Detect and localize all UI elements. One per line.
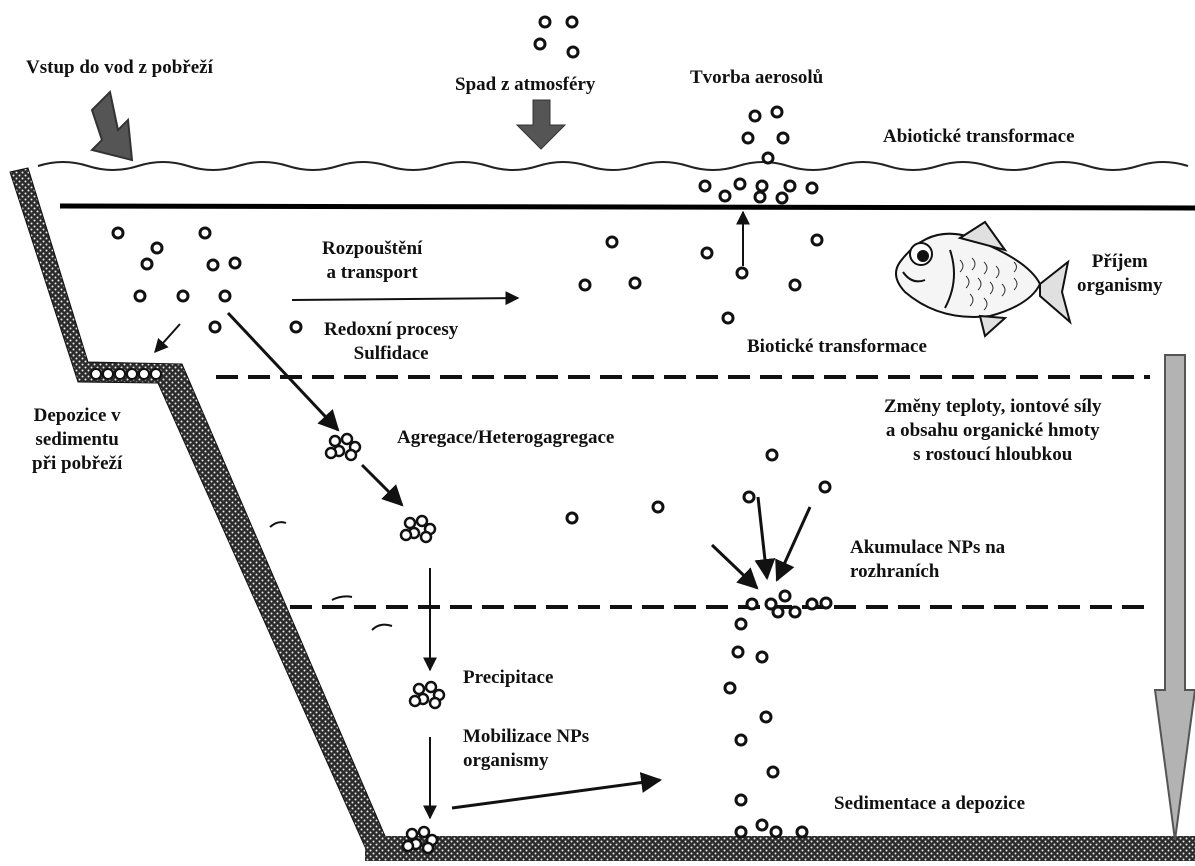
nanoparticle-icon (767, 450, 777, 460)
nanoparticle-icon (772, 107, 782, 117)
water-surface (38, 162, 1188, 170)
interface-accumulation-label: Akumulace NPs na rozhraních (850, 536, 1005, 584)
nanoparticle-icon (790, 607, 800, 617)
depth-changes-label: Změny teploty, iontové síly a obsahu org… (884, 395, 1101, 467)
uptake-label: Příjem organismy (1077, 250, 1163, 298)
bottom-sediment (365, 836, 1195, 861)
atmospheric-fallout-arrow (517, 100, 565, 149)
nanoparticle-icon (230, 258, 240, 268)
nanoparticle-icon (790, 280, 800, 290)
nanoparticle-icon (747, 599, 757, 609)
biotic-transformation-label: Biotické transformace (747, 335, 927, 359)
nanoparticle-icon (720, 191, 730, 201)
nanoparticle-icon (773, 607, 783, 617)
nanoparticle-icon (797, 827, 807, 837)
nanoparticle-icon (200, 228, 210, 238)
aggregation-arrow (228, 313, 338, 430)
nanoparticle-icon (812, 235, 822, 245)
nanoparticle-icon (178, 291, 188, 301)
fish-icon (896, 222, 1070, 336)
nanoparticle-icon (540, 17, 550, 27)
interface-arrow-left (712, 545, 757, 588)
nanoparticle-icon (755, 192, 765, 202)
particle-cluster-icon (410, 682, 444, 708)
nanoparticle-icon (653, 502, 663, 512)
atmospheric-fallout-label: Spad z atmosféry (455, 73, 595, 97)
nanoparticle-icon (735, 179, 745, 189)
nanoparticle-icon (580, 280, 590, 290)
nanoparticle-icon (142, 259, 152, 269)
precipitation-label: Precipitace (463, 666, 553, 690)
nanoparticle-icon (725, 683, 735, 693)
nanoparticle-icon (736, 827, 746, 837)
aerosol-formation-label: Tvorba aerosolů (690, 66, 823, 90)
redox-label: Redoxní procesy Sulfidace (324, 318, 458, 366)
nanoparticle-icon (733, 647, 743, 657)
nanoparticle-icon (743, 133, 753, 143)
nanoparticle-icon (757, 181, 767, 191)
interface-arrow-right (777, 507, 810, 580)
nanoparticle-icon (807, 599, 817, 609)
nanoparticle-icon (761, 712, 771, 722)
nanoparticle-icon (607, 237, 617, 247)
nanoparticle-icon (763, 153, 773, 163)
nanoparticle-icon (736, 795, 746, 805)
nanoparticle-icon (567, 513, 577, 523)
nanoparticle-icon (785, 181, 795, 191)
particle-cluster-icon (401, 516, 435, 542)
nanoparticle-icon (567, 17, 577, 27)
nanoparticle-icon (152, 243, 162, 253)
nanoparticle-icon (777, 193, 787, 203)
nanoparticle-icon (757, 652, 767, 662)
nanoparticle-icon (568, 47, 578, 57)
nanoparticle-icon (821, 598, 831, 608)
nanoparticle-icon (768, 767, 778, 777)
nanoparticle-icon (630, 278, 640, 288)
nanoparticle-icon (220, 291, 230, 301)
aggregation-label: Agregace/Heterogagregace (397, 426, 614, 450)
mobilization-arrow (452, 780, 660, 808)
dissolution-label: Rozpouštění a transport (322, 237, 422, 285)
surface-microlayer-line (60, 206, 1195, 208)
nanoparticle-icon (535, 39, 545, 49)
coastal-input-label: Vstup do vod z pobřeží (26, 56, 213, 80)
nanoparticle-icon (780, 591, 790, 601)
nanoparticle-icon (208, 260, 218, 270)
particle-cluster-icon (326, 434, 360, 460)
nanoparticle-icon (771, 827, 781, 837)
coastal-settling-arrow (155, 324, 180, 352)
nanoparticle-icon (744, 492, 754, 502)
nanoparticle-icon (778, 133, 788, 143)
nanoparticle-icon (736, 735, 746, 745)
sedimentation-label: Sedimentace a depozice (834, 792, 1025, 816)
mobilization-label: Mobilizace NPs organismy (463, 725, 589, 773)
nanoparticle-icon (757, 820, 767, 830)
coastal-input-arrow (92, 92, 132, 160)
nanoparticle-icon (291, 322, 301, 332)
nanoparticle-icon (807, 183, 817, 193)
depth-gradient-arrow (1155, 355, 1195, 840)
nanoparticle-icon (723, 313, 733, 323)
nanoparticle-icon (702, 248, 712, 258)
nanoparticle-icon (737, 268, 747, 278)
nanoparticle-icon (820, 482, 830, 492)
nanoparticle-icon (135, 291, 145, 301)
abiotic-transformation-label: Abiotické transformace (883, 125, 1075, 149)
nanoparticle-icon (210, 322, 220, 332)
interface-arrow-middle (758, 497, 767, 578)
coastal-deposition-label: Depozice v sedimentu při pobřeží (32, 404, 122, 476)
nanoparticle-icon (736, 619, 746, 629)
dissolution-arrow (292, 298, 518, 300)
heteroaggregation-arrow (362, 465, 402, 505)
nanoparticle-icon (700, 181, 710, 191)
nanoparticle-icon (750, 111, 760, 121)
nanoparticle-icon (113, 228, 123, 238)
